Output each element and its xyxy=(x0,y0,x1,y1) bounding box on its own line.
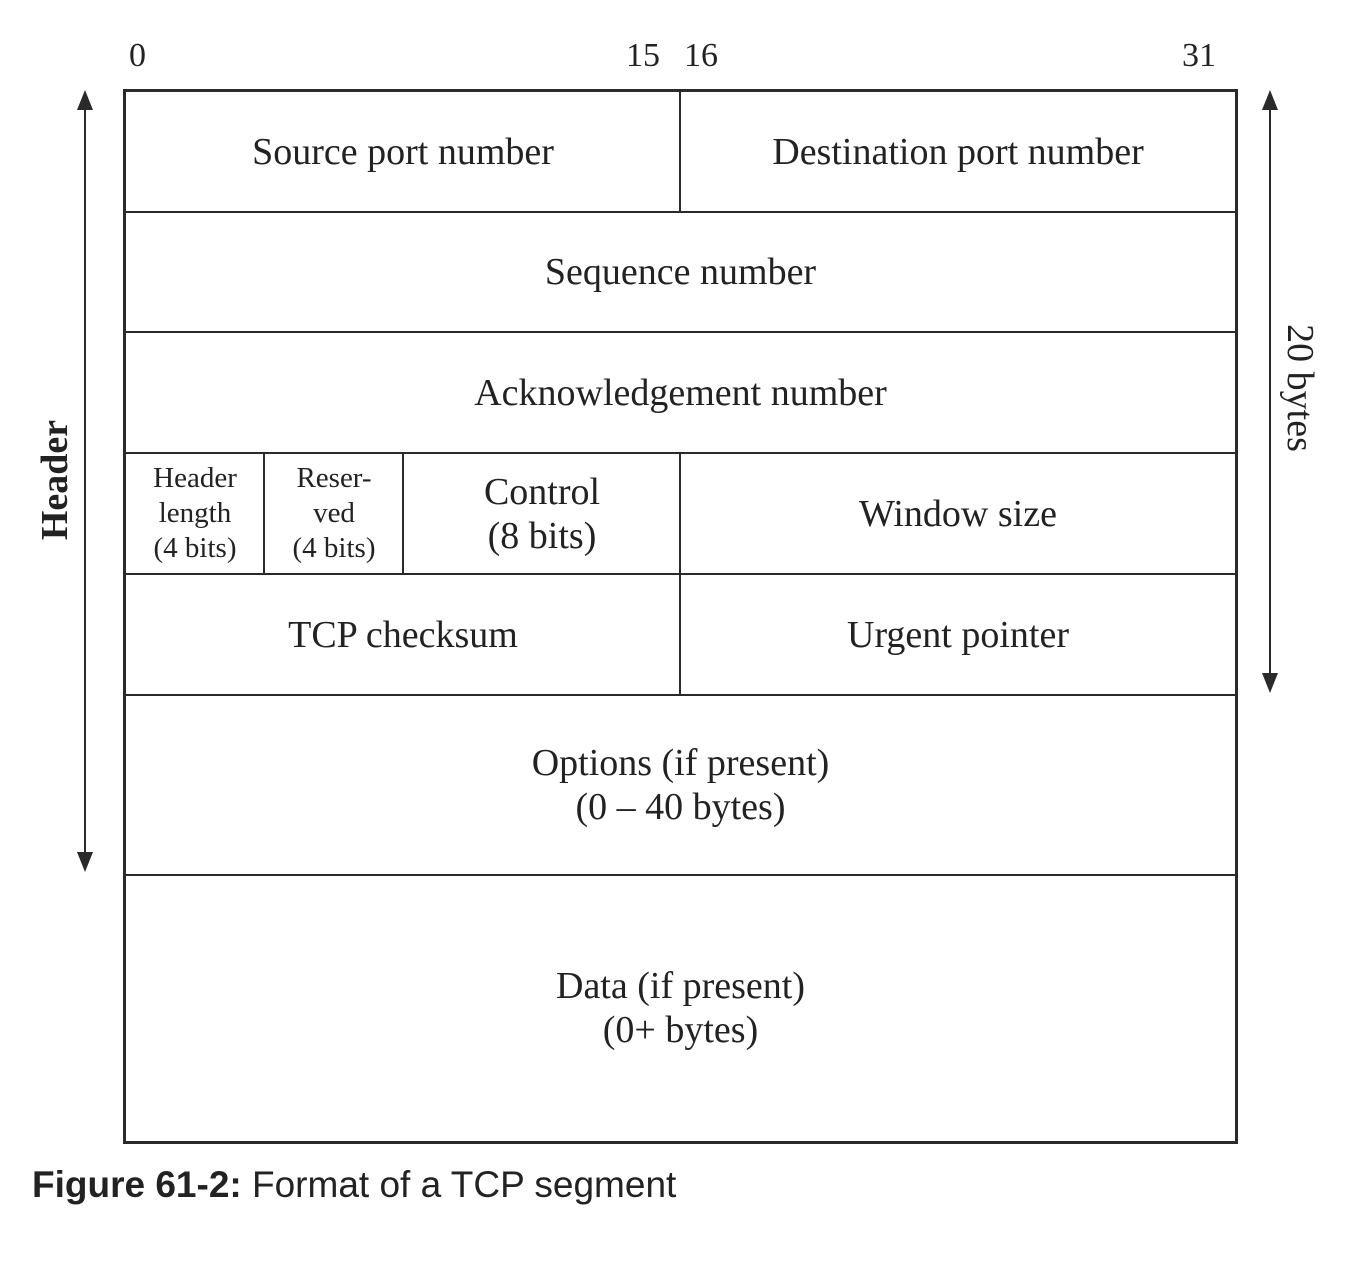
bytes-label: 20 bytes xyxy=(1279,324,1321,452)
header-label: Header xyxy=(34,419,76,541)
bit-label-31: 31 xyxy=(1182,37,1216,74)
bit-label-15: 15 xyxy=(626,37,660,74)
column-divider xyxy=(679,92,681,212)
field-ack-number: Acknowledgement number xyxy=(474,371,887,414)
figure-caption: Figure 61-2: Format of a TCP segment xyxy=(32,1162,676,1208)
field-urgent-pointer: Urgent pointer xyxy=(847,613,1069,656)
column-divider xyxy=(402,453,404,574)
field-window-size: Window size xyxy=(859,492,1057,535)
field-data: Data (if present) (0+ bytes) xyxy=(556,965,805,1051)
field-control: Control (8 bits) xyxy=(483,470,601,557)
field-options: Options (if present) (0 – 40 bytes) xyxy=(531,742,830,828)
field-source-port: Source port number xyxy=(252,131,554,173)
caption-label: Figure 61-2: xyxy=(32,1164,242,1205)
row-divider xyxy=(126,694,1235,696)
row-divider xyxy=(126,331,1235,333)
column-divider xyxy=(263,453,265,574)
row-divider xyxy=(126,874,1235,876)
field-header-length: Header length (4 bits) xyxy=(153,462,237,564)
tcp-segment-diagram: Source port number Destination port numb… xyxy=(123,89,1238,1144)
bit-label-16: 16 xyxy=(684,37,718,74)
column-divider xyxy=(679,453,681,695)
bit-label-0: 0 xyxy=(129,37,146,74)
field-sequence-number: Sequence number xyxy=(544,251,817,293)
field-tcp-checksum: TCP checksum xyxy=(288,613,518,656)
row-divider xyxy=(126,211,1235,213)
field-reserved: Reser- ved (4 bits) xyxy=(292,462,376,564)
caption-text: Format of a TCP segment xyxy=(241,1164,677,1205)
field-destination-port: Destination port number xyxy=(772,131,1144,173)
